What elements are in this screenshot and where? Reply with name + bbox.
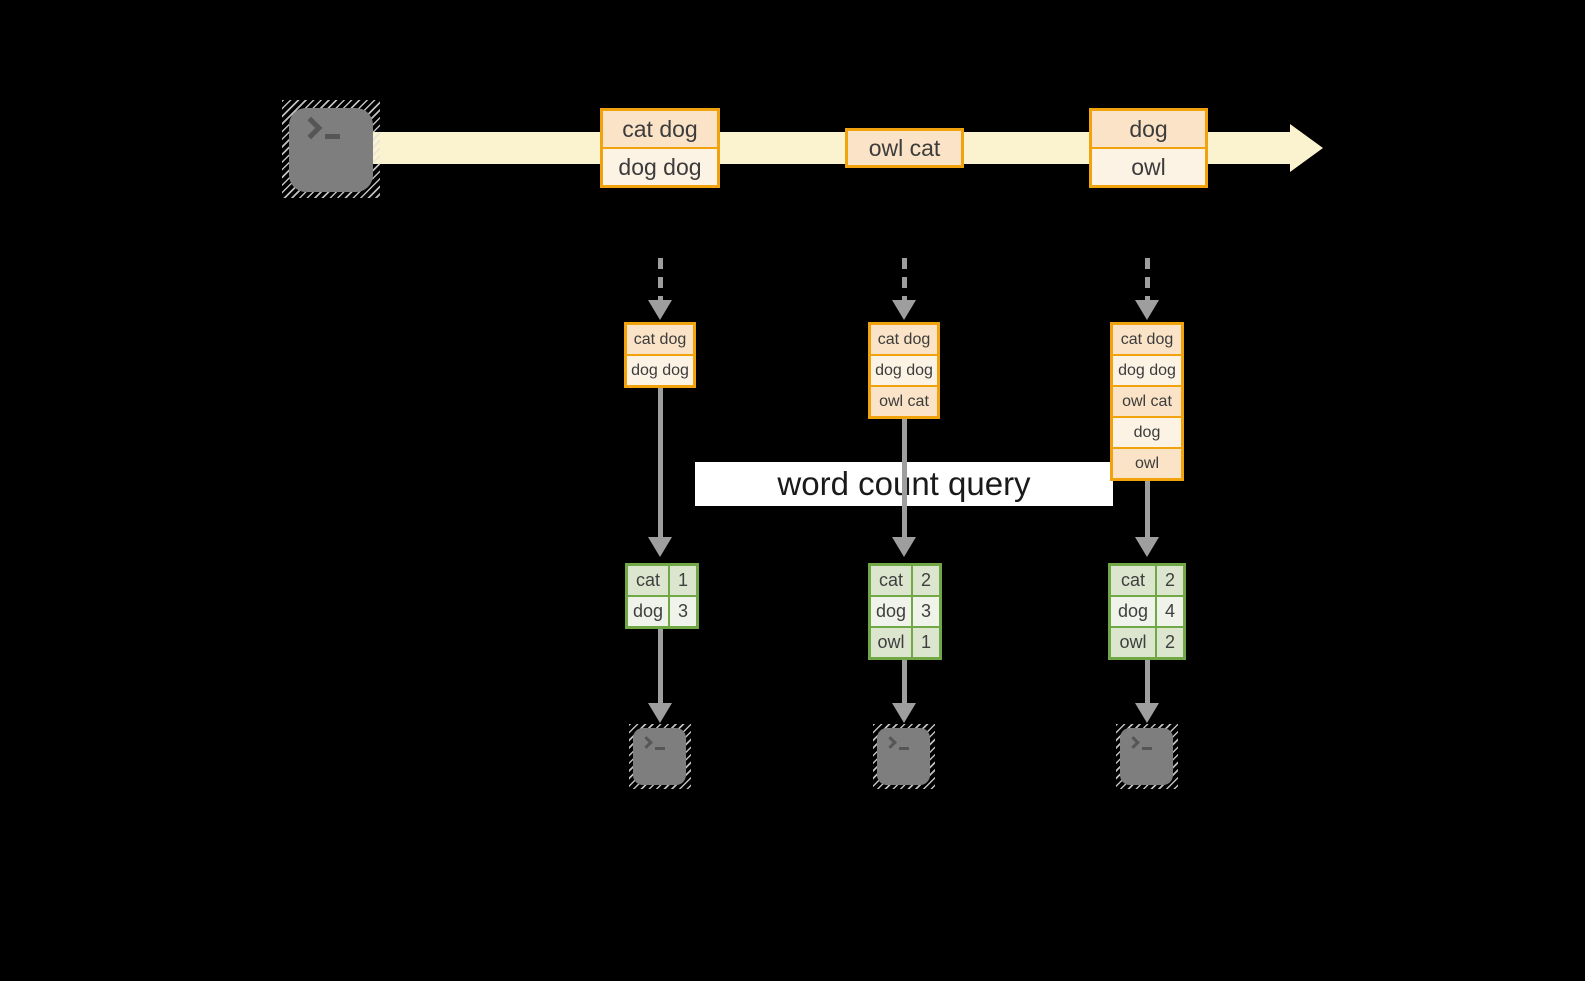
table-row: dog 3 (628, 597, 696, 626)
batch-line: owl cat (848, 131, 961, 165)
stack-line: cat dog (1113, 325, 1181, 356)
stack-line: dog dog (627, 356, 693, 385)
arrow-line (1145, 660, 1150, 705)
stack-line: owl cat (1113, 387, 1181, 418)
table-row: dog 3 (871, 597, 939, 628)
word-cell: cat (628, 566, 670, 595)
count-table-2: cat 2 dog 3 owl 1 (868, 563, 942, 660)
table-row: owl 1 (871, 628, 939, 657)
terminal-icon-body (877, 728, 930, 785)
table-row: owl 2 (1111, 628, 1183, 657)
arrow-line (902, 419, 907, 538)
terminal-icon (282, 100, 380, 198)
table-row: cat 1 (628, 566, 696, 597)
arrow-line (902, 660, 907, 705)
prompt-underscore-icon (1142, 747, 1152, 750)
stack-line: dog dog (871, 356, 937, 387)
count-cell: 4 (1164, 601, 1175, 621)
micro-batch-stack-2: cat dog dog dog owl cat (868, 322, 940, 419)
prompt-chevron-icon (1127, 736, 1140, 749)
terminal-icon (873, 724, 935, 789)
count-cell: 2 (1164, 632, 1175, 652)
count-table-3: cat 2 dog 4 owl 2 (1108, 563, 1186, 660)
stream-batch-3: dog owl (1089, 108, 1208, 188)
dashed-arrow-line (902, 258, 907, 302)
word-cell: dog (1111, 597, 1157, 626)
arrow-head (648, 537, 672, 557)
word-cell: owl (871, 628, 913, 657)
count-cell: 1 (677, 570, 688, 590)
stack-line: cat dog (627, 325, 693, 356)
table-row: cat 2 (871, 566, 939, 597)
dashed-arrow-head (648, 300, 672, 320)
micro-batch-stack-3: cat dog dog dog owl cat dog owl (1110, 322, 1184, 481)
stream-batch-1: cat dog dog dog (600, 108, 720, 188)
word-cell: dog (871, 597, 913, 626)
count-cell: 2 (1164, 570, 1175, 590)
arrow-line (1145, 481, 1150, 538)
table-row: cat 2 (1111, 566, 1183, 597)
arrow-head (648, 703, 672, 723)
batch-line: dog dog (603, 149, 717, 185)
terminal-icon (1116, 724, 1178, 789)
word-cell: cat (871, 566, 913, 595)
stream-arrowhead (1290, 124, 1323, 172)
batch-line: cat dog (603, 111, 717, 149)
prompt-chevron-icon (640, 736, 653, 749)
batch-line: dog (1092, 111, 1205, 149)
batch-line: owl (1092, 149, 1205, 185)
word-cell: owl (1111, 628, 1157, 657)
prompt-underscore-icon (325, 134, 340, 139)
stack-line: dog dog (1113, 356, 1181, 387)
word-cell: dog (628, 597, 670, 626)
count-cell: 1 (920, 632, 931, 652)
count-cell: 3 (920, 601, 931, 621)
dashed-arrow-line (658, 258, 663, 302)
arrow-head (892, 537, 916, 557)
prompt-underscore-icon (899, 747, 909, 750)
arrow-line (658, 388, 663, 538)
terminal-icon-body (289, 108, 373, 192)
micro-batch-stack-1: cat dog dog dog (624, 322, 696, 388)
prompt-chevron-icon (884, 736, 897, 749)
table-row: dog 4 (1111, 597, 1183, 628)
arrow-head (1135, 703, 1159, 723)
stream-batch-2: owl cat (845, 128, 964, 168)
dashed-arrow-head (892, 300, 916, 320)
count-cell: 2 (920, 570, 931, 590)
prompt-underscore-icon (655, 747, 665, 750)
terminal-icon-body (633, 728, 686, 785)
terminal-icon-body (1120, 728, 1173, 785)
prompt-chevron-icon (299, 116, 323, 140)
count-table-1: cat 1 dog 3 (625, 563, 699, 629)
stack-line: owl cat (871, 387, 937, 416)
count-cell: 3 (677, 601, 688, 621)
stack-line: cat dog (871, 325, 937, 356)
stack-line: dog (1113, 418, 1181, 449)
arrow-head (892, 703, 916, 723)
arrow-line (658, 629, 663, 705)
word-cell: cat (1111, 566, 1157, 595)
terminal-icon (629, 724, 691, 789)
arrow-head (1135, 537, 1159, 557)
dashed-arrow-line (1145, 258, 1150, 302)
dashed-arrow-head (1135, 300, 1159, 320)
stack-line: owl (1113, 449, 1181, 478)
